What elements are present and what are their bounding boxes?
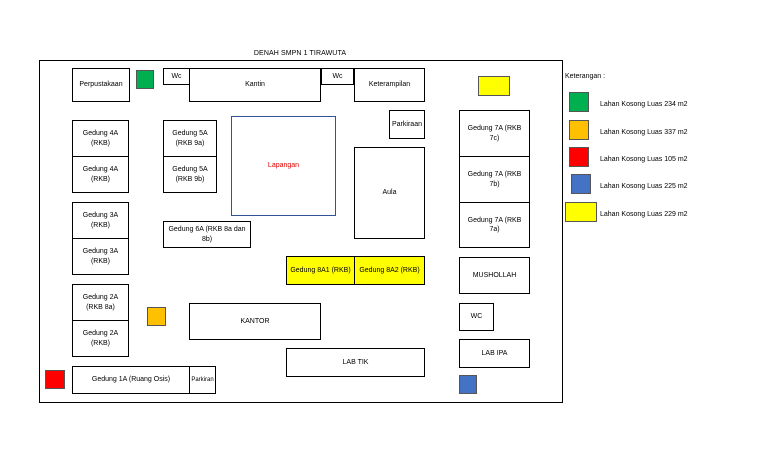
building-gedung-5a-1: Gedung 5A (RKB 9a) [163,120,217,157]
building-gedung-2a-1: Gedung 2A (RKB 8a) [72,284,129,321]
building-wc-left: Wc [163,68,190,85]
building-gedung-8a1: Gedung 8A1 (RKB) [286,256,355,285]
vacant-land-red [45,370,65,389]
building-gedung-7a-b: Gedung 7A (RKB 7b) [459,156,530,203]
legend-label-green: Lahan Kosong Luas 234 m2 [600,101,688,108]
legend-title: Keterangan : [565,73,606,80]
building-wc-right: Wc [321,68,354,85]
building-wc-bottom: WC [459,303,494,331]
lapangan-field: Lapangan [231,116,336,216]
vacant-land-blue [459,375,477,394]
building-gedung-7a-a: Gedung 7A (RKB 7a) [459,202,530,248]
building-aula: Aula [354,147,425,239]
building-parkiran-left: Parkiran [189,366,216,394]
building-lab-tik: LAB TIK [286,348,425,377]
lapangan-label: Lapangan [267,162,300,170]
building-perpustakaan: Perpustakaan [72,68,130,102]
building-gedung-3a-1: Gedung 3A (RKB) [72,202,129,239]
building-gedung-4a-2: Gedung 4A (RKB) [72,156,129,193]
building-lab-ipa: LAB IPA [459,339,530,368]
vacant-land-green [136,70,154,89]
building-gedung-4a-1: Gedung 4A (RKB) [72,120,129,157]
building-gedung-2a-2: Gedung 2A (RKB) [72,320,129,357]
legend-swatch-yellow [565,202,597,222]
building-keterampilan: Keterampilan [354,68,425,102]
legend-label-yellow: Lahan Kosong Luas 229 m2 [600,211,688,218]
legend-swatch-green [569,92,589,112]
legend-label-red: Lahan Kosong Luas 105 m2 [600,156,688,163]
legend-swatch-red [569,147,589,167]
map-title: DENAH SMPN 1 TIRAWUTA [253,50,347,57]
map-frame [39,60,563,403]
building-musholah: MUSHOLLAH [459,257,530,294]
building-kantor: KANTOR [189,303,321,340]
building-gedung-5a-2: Gedung 5A (RKB 9b) [163,156,217,193]
legend-label-orange: Lahan Kosong Luas 337 m2 [600,129,688,136]
building-gedung-6a: Gedung 6A (RKB 8a dan 8b) [163,221,251,248]
legend-label-blue: Lahan Kosong Luas 225 m2 [600,183,688,190]
vacant-land-yellow [478,76,510,96]
building-kantin: Kantin [189,68,321,102]
building-gedung-8a2: Gedung 8A2 (RKB) [354,256,425,285]
legend-swatch-orange [569,120,589,140]
building-gedung-7a-c: Gedung 7A (RKB 7c) [459,110,530,157]
vacant-land-orange [147,307,166,326]
building-parkiraan: Parkiraan [389,110,425,139]
building-gedung-3a-2: Gedung 3A (RKB) [72,238,129,275]
building-gedung-1a: Gedung 1A (Ruang Osis) [72,366,190,394]
legend-swatch-blue [571,174,591,194]
